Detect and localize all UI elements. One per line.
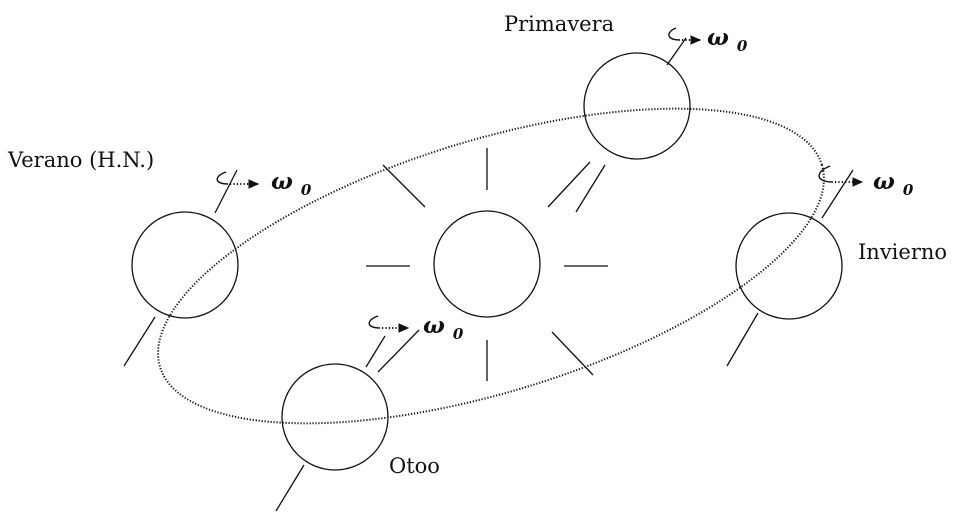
earth-autumn-axis-bottom	[275, 464, 305, 512]
earth-spring-circle	[583, 52, 691, 160]
omega-label-autumn: ω 0	[423, 312, 464, 343]
earth-autumn-circle	[281, 363, 389, 471]
earth-summer-axis-top	[214, 169, 238, 214]
earth-summer: ω 0 Verano (H.N.)	[7, 148, 312, 367]
earth-spring-axis-bottom-b	[575, 164, 606, 213]
label-autumn: Otoo	[389, 454, 440, 478]
earth-autumn-axis-top-a	[365, 335, 386, 368]
earth-spring: ω 0 Primavera	[504, 12, 748, 213]
earth-autumn: ω 0 Otoo	[275, 312, 464, 512]
earth-winter: ω 0 Invierno	[726, 165, 947, 367]
omega-subscript: 0	[301, 181, 312, 199]
rotation-arrow-icon	[668, 27, 681, 41]
earth-summer-circle	[131, 211, 239, 319]
sun-ray-bottom-right	[551, 331, 594, 376]
rotation-arrow-icon	[368, 315, 381, 329]
earth-spring-axis-bottom-a	[547, 161, 591, 208]
rotation-arrow-icon	[818, 165, 834, 183]
earth-summer-axis-bottom	[123, 316, 156, 367]
label-winter: Invierno	[858, 240, 947, 264]
sun-ray-top-left	[382, 164, 426, 208]
omega-subscript: 0	[737, 37, 748, 55]
sun	[366, 148, 608, 381]
earth-winter-circle	[735, 212, 843, 320]
omega-label-winter: ω 0	[873, 168, 914, 199]
rotation-arrow-icon	[216, 171, 229, 185]
label-spring: Primavera	[504, 12, 614, 36]
orbit-ellipse	[157, 107, 825, 425]
sun-circle	[433, 210, 541, 318]
earth-spring-axis-top	[666, 37, 687, 66]
omega-subscript: 0	[903, 181, 914, 199]
earth-winter-axis-top	[821, 169, 854, 219]
label-summer: Verano (H.N.)	[7, 148, 154, 172]
earth-autumn-axis-top-b	[377, 329, 420, 373]
omega-label-spring: ω 0	[707, 24, 748, 55]
earth-winter-axis-bottom	[726, 312, 759, 367]
omega-label-summer: ω 0	[271, 168, 312, 199]
omega-subscript: 0	[453, 325, 464, 343]
